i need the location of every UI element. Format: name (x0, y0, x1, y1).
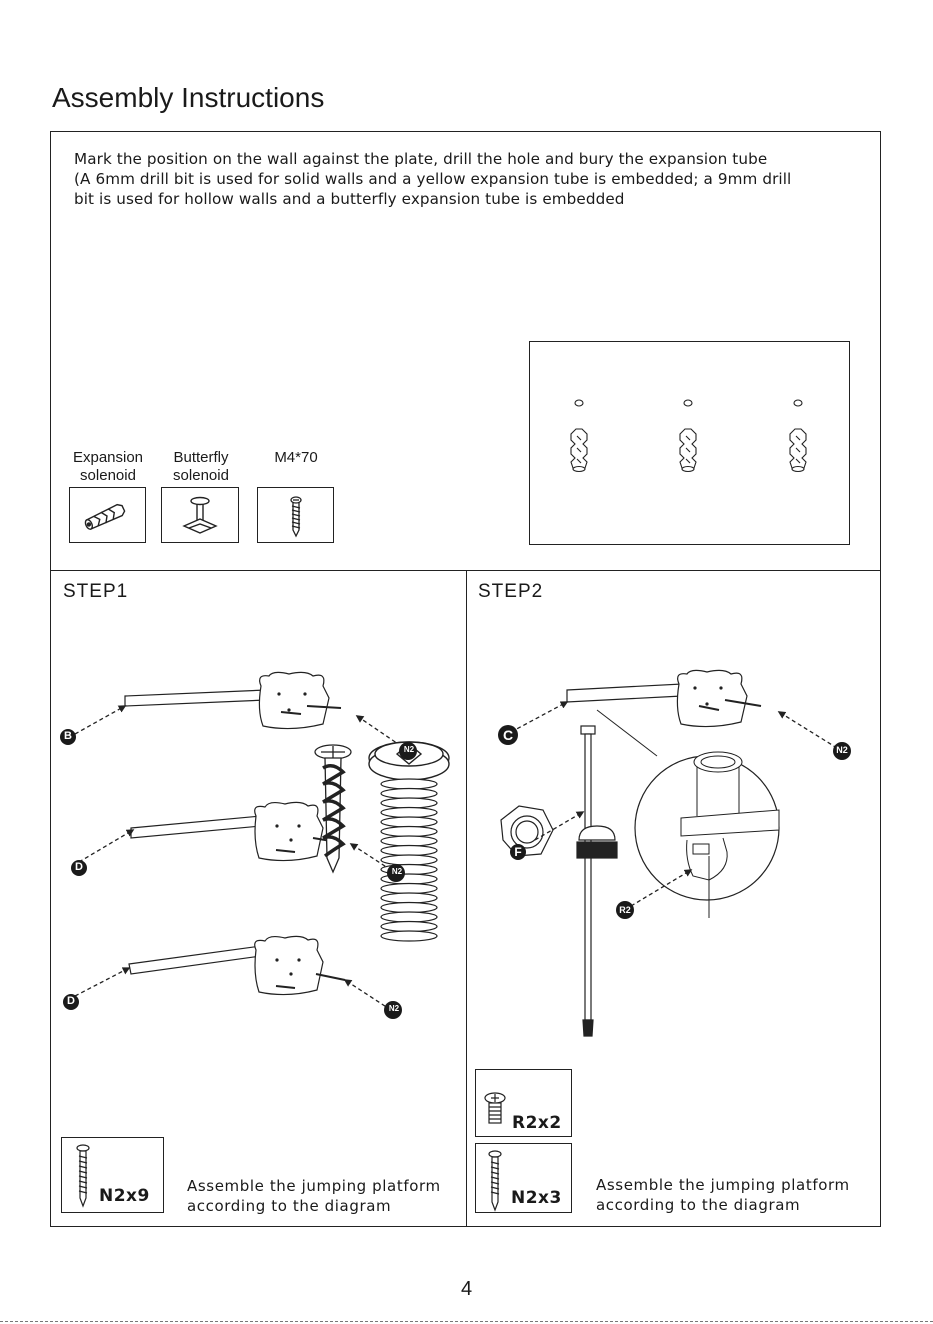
wall-anchors-illustration (530, 342, 849, 544)
step2-caption-line1: Assemble the jumping platform (596, 1175, 850, 1195)
step2-illustration (467, 640, 879, 1060)
step2-qty-label-n2: N2x3 (511, 1188, 562, 1208)
expansion-anchor-icon (70, 488, 145, 542)
part-box-butterfly (161, 487, 239, 543)
bolt-thread (381, 855, 437, 865)
bolt-thread (381, 789, 437, 799)
part-label-butterfly: Butterfly solenoid (158, 449, 244, 485)
bolt-thread (381, 836, 437, 846)
bolt-thread (381, 922, 437, 932)
bolt-icon (482, 1088, 510, 1128)
screw-icon (482, 1148, 508, 1212)
bolt-thread (381, 808, 437, 818)
screw-icon (258, 488, 333, 542)
bolt-thread (381, 931, 437, 941)
step2-qty-box-n2: N2x3 (475, 1143, 572, 1213)
bolt-thread (381, 827, 437, 837)
part-box-screw (257, 487, 334, 543)
step1-heading: STEP1 (63, 581, 128, 603)
butterfly-anchor-icon (162, 488, 238, 542)
bolt-thread (381, 884, 437, 894)
page-divider (0, 1321, 933, 1322)
callout-n2-3: N2 (383, 1004, 405, 1013)
part-box-expansion (69, 487, 146, 543)
callout-c: C (500, 727, 516, 743)
page-number: 4 (0, 1278, 933, 1301)
part-label-expansion: Expansion solenoid (62, 449, 154, 485)
step1-caption-line1: Assemble the jumping platform (187, 1176, 441, 1196)
bolt-thread (381, 846, 437, 856)
bolt-thread (381, 779, 437, 789)
bolt-thread (381, 912, 437, 922)
bolt-thread (381, 893, 437, 903)
step1-qty-label: N2x9 (99, 1186, 150, 1206)
bolt-thread (381, 817, 437, 827)
bolt-thread (381, 903, 437, 913)
screw-icon (70, 1142, 96, 1210)
wall-hole-diagram (529, 341, 850, 545)
callout-d-2: D (64, 995, 78, 1007)
page-title: Assembly Instructions (52, 82, 324, 114)
step2-qty-box-r2: R2x2 (475, 1069, 572, 1137)
callout-d-1: D (72, 861, 86, 873)
step1-qty-box: N2x9 (61, 1137, 164, 1213)
intro-line-2: (A 6mm drill bit is used for solid walls… (74, 169, 791, 189)
step2-caption-line2: according to the diagram (596, 1195, 800, 1215)
callout-n2-4: N2 (830, 745, 854, 755)
step2-qty-label-r2: R2x2 (512, 1113, 562, 1133)
callout-n2-2: N2 (386, 867, 408, 876)
intro-line-3: bit is used for hollow walls and a butte… (74, 189, 625, 209)
intro-line-1: Mark the position on the wall against th… (74, 149, 767, 169)
part-label-screw: M4*70 (256, 449, 336, 467)
callout-f: F (510, 845, 526, 859)
bolt-thread (381, 798, 437, 808)
step1-illustration (51, 640, 465, 1040)
step1-caption-line2: according to the diagram (187, 1196, 391, 1216)
callout-n2-1: N2 (398, 745, 420, 754)
callout-b: B (61, 730, 75, 742)
step2-heading: STEP2 (478, 581, 543, 603)
callout-r2: R2 (613, 905, 637, 915)
